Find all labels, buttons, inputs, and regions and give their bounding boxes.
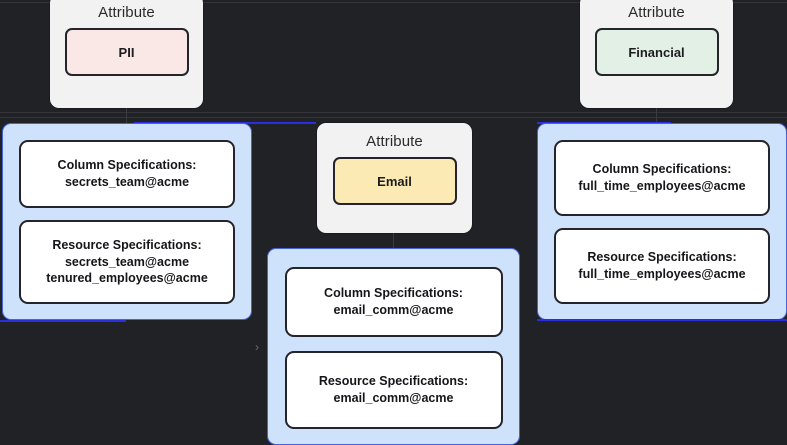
connector-tick-email — [393, 233, 394, 248]
attribute-chip-financial[interactable]: Financial — [594, 28, 719, 76]
canvas-hairline-lower — [0, 117, 787, 118]
spec-card-resource-specifications[interactable]: Resource Specifications: full_time_emplo… — [554, 228, 770, 304]
spec-card-column-specifications[interactable]: Column Specifications: secrets_team@acme — [19, 140, 235, 208]
attribute-card-title: Attribute — [98, 4, 155, 21]
attribute-card-financial[interactable]: Attribute Financial — [580, 0, 733, 108]
attribute-card-title: Attribute — [366, 133, 423, 150]
canvas-hairline-mid — [0, 112, 787, 113]
attribute-chip-email[interactable]: Email — [332, 157, 457, 205]
spec-card-entry: full_time_employees@acme — [578, 267, 746, 281]
accent-line-left-panel-bottom — [0, 320, 126, 322]
canvas-hairline-top — [0, 2, 787, 3]
spec-card-entry: full_time_employees@acme — [578, 179, 746, 193]
spec-card-entry: email_comm@acme — [333, 391, 454, 405]
spec-card-heading: Column Specifications: — [324, 286, 463, 301]
accent-line-center-top — [253, 122, 316, 124]
spec-card-entry: tenured_employees@acme — [46, 271, 208, 286]
spec-card-heading: Resource Specifications: — [318, 374, 469, 389]
spec-card-column-specifications[interactable]: Column Specifications: email_comm@acme — [284, 267, 503, 337]
connector-tick-pii — [126, 108, 127, 123]
spec-panel-email[interactable]: Column Specifications: email_comm@acme R… — [267, 248, 520, 445]
attribute-card-title: Attribute — [628, 4, 685, 21]
accent-line-right-panel-bottom — [537, 319, 787, 321]
connector-tick-financial — [656, 108, 657, 123]
spec-card-heading: Resource Specifications: — [52, 238, 202, 253]
attribute-card-pii[interactable]: Attribute PII — [50, 0, 203, 108]
attribute-chip-pii[interactable]: PII — [64, 28, 189, 76]
spec-panel-pii[interactable]: Column Specifications: secrets_team@acme… — [2, 123, 252, 320]
spec-card-heading: Resource Specifications: — [587, 250, 737, 265]
spec-card-heading: Column Specifications: — [592, 162, 732, 177]
attribute-card-email[interactable]: Attribute Email — [317, 123, 472, 233]
spec-card-resource-specifications[interactable]: Resource Specifications: email_comm@acme — [284, 351, 503, 429]
spec-card-resource-specifications[interactable]: Resource Specifications: secrets_team@ac… — [19, 220, 235, 304]
spec-panel-financial[interactable]: Column Specifications: full_time_employe… — [537, 123, 787, 320]
spec-card-entry: secrets_team@acme — [64, 254, 190, 269]
spec-card-column-specifications[interactable]: Column Specifications: full_time_employe… — [554, 140, 770, 216]
spec-card-entry: secrets_team@acme — [64, 175, 190, 189]
spec-card-entry: email_comm@acme — [333, 303, 454, 317]
chevron-right-icon[interactable]: › — [255, 340, 259, 354]
spec-card-heading: Column Specifications: — [57, 158, 197, 173]
